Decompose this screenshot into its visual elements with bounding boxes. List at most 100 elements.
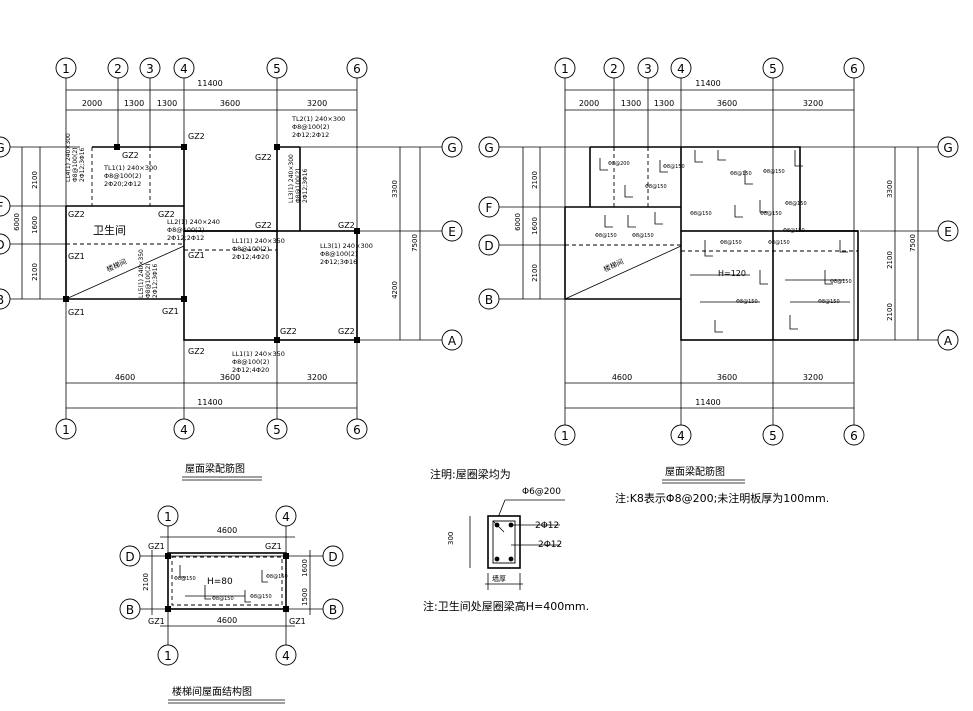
dim-right-1: 3300 xyxy=(886,180,894,198)
dim-total-bottom: 11400 xyxy=(197,398,222,407)
column-label: GZ1 xyxy=(68,252,85,261)
svg-text:E: E xyxy=(448,225,456,239)
dim-left-1: 2100 xyxy=(531,171,539,189)
axis-D-left: D xyxy=(478,234,500,256)
column-label: GZ2 xyxy=(255,153,272,162)
dim-right-3: 2100 xyxy=(886,303,894,321)
svg-text:Φ8@100(2): Φ8@100(2) xyxy=(295,169,302,204)
dim-top-1: 2000 xyxy=(82,99,102,108)
slab-thickness: H=80 xyxy=(207,577,233,587)
svg-text:Φ8@100(2): Φ8@100(2) xyxy=(320,250,357,258)
beam-section-detail: 注明:屋圈梁均为 Φ6@200 2Φ12 2Φ12 300 墙厚 注:卫生间处屋… xyxy=(423,467,589,613)
axis-B-left: B xyxy=(478,288,500,310)
beam-label-ll3-vert: LL3(1) 240×300 Φ8@100(2) 2Φ12;3Φ16 xyxy=(288,154,309,203)
svg-text:TL1(1) 240×300: TL1(1) 240×300 xyxy=(103,164,157,172)
axis-3-top: 3 xyxy=(637,57,659,79)
svg-text:LL4(1) 240×300: LL4(1) 240×300 xyxy=(65,133,72,182)
axis-3-top: 3 xyxy=(139,57,161,79)
column-label: GZ2 xyxy=(338,327,355,336)
column-label: GZ2 xyxy=(68,210,85,219)
dim-total-bottom: 11400 xyxy=(695,398,720,407)
beam-label-ll5: LL5(1) 240×350 Φ8@100(2) 2Φ12;3Φ16 xyxy=(138,249,159,298)
svg-text:Φ8@100(2): Φ8@100(2) xyxy=(232,358,269,366)
svg-text:4: 4 xyxy=(282,510,290,524)
svg-text:Φ8@150: Φ8@150 xyxy=(632,233,654,239)
dim-left: 2100 xyxy=(142,573,150,591)
svg-text:LL3(1) 240×300: LL3(1) 240×300 xyxy=(288,154,295,203)
svg-text:Φ8@150: Φ8@150 xyxy=(818,299,840,305)
dim-bottom-2: 3600 xyxy=(717,373,737,382)
svg-text:A: A xyxy=(944,334,953,348)
dim-left-3: 2100 xyxy=(531,264,539,282)
svg-text:5: 5 xyxy=(273,62,281,76)
svg-text:2Φ12;4Φ20: 2Φ12;4Φ20 xyxy=(232,253,269,261)
dim-top-4: 3600 xyxy=(717,99,737,108)
stair-label: 楼梯间 xyxy=(105,257,128,274)
svg-text:G: G xyxy=(0,141,5,155)
svg-text:G: G xyxy=(447,141,456,155)
svg-text:Φ8@150: Φ8@150 xyxy=(595,233,617,239)
svg-text:B: B xyxy=(329,603,337,617)
axis-D-right: D xyxy=(322,545,344,567)
axis-1-top: 1 xyxy=(55,57,77,79)
column-label: GZ2 xyxy=(255,221,272,230)
svg-text:2Φ12;3Φ16: 2Φ12;3Φ16 xyxy=(152,263,159,298)
axis-5-bottom: 5 xyxy=(762,424,784,446)
svg-text:6: 6 xyxy=(850,62,858,76)
stair-label: 楼梯间 xyxy=(602,257,625,274)
svg-text:Φ8@150: Φ8@150 xyxy=(266,574,288,580)
svg-text:Φ8@150: Φ8@150 xyxy=(763,169,785,175)
svg-text:2Φ12;3Φ16: 2Φ12;3Φ16 xyxy=(79,147,86,182)
svg-text:5: 5 xyxy=(769,62,777,76)
axis-5-top: 5 xyxy=(266,57,288,79)
dim-top-3: 1300 xyxy=(654,99,674,108)
dim-right-2: 2100 xyxy=(886,251,894,269)
column-label: GZ1 xyxy=(68,308,85,317)
column-label: GZ2 xyxy=(188,132,205,141)
plan-3: 1 4 4600 D B D B 2100 1600 1500 GZ1 GZ1 … xyxy=(119,505,344,704)
wall-thickness-label: 墙厚 xyxy=(492,574,506,583)
svg-text:2Φ12;4Φ20: 2Φ12;4Φ20 xyxy=(232,366,269,374)
svg-text:LL3(1) 240×300: LL3(1) 240×300 xyxy=(320,242,373,250)
svg-text:1: 1 xyxy=(164,649,172,663)
axis-D-left: D xyxy=(0,233,11,255)
column-label: GZ1 xyxy=(289,617,306,626)
dim-bottom-3: 3200 xyxy=(307,373,327,382)
dim-total-top: 11400 xyxy=(197,79,222,88)
axis-5-top: 5 xyxy=(762,57,784,79)
dim-left-2: 1600 xyxy=(531,217,539,235)
svg-text:5: 5 xyxy=(769,429,777,443)
svg-text:Φ8@100(2): Φ8@100(2) xyxy=(72,148,79,183)
svg-text:TL2(1) 240×300: TL2(1) 240×300 xyxy=(291,115,345,123)
axis-1-bottom: 1 xyxy=(157,644,179,666)
dim-top-2: 1300 xyxy=(124,99,144,108)
plan-2: 1 2 3 4 5 6 11400 2000 1300 1300 3600 32… xyxy=(478,57,959,505)
axis-4-top: 4 xyxy=(670,57,692,79)
svg-text:6: 6 xyxy=(850,429,858,443)
axis-G-left: G xyxy=(0,136,11,158)
axis-1-bottom: 1 xyxy=(554,424,576,446)
svg-text:Φ8@150: Φ8@150 xyxy=(830,279,852,285)
axis-2-top: 2 xyxy=(107,57,129,79)
dim-total-top: 11400 xyxy=(695,79,720,88)
svg-text:2: 2 xyxy=(610,62,618,76)
axis-B-left: B xyxy=(119,598,141,620)
svg-text:B: B xyxy=(0,293,4,307)
dim-left-1: 2100 xyxy=(31,171,39,189)
svg-text:Φ8@150: Φ8@150 xyxy=(250,594,272,600)
section-title: 注明:屋圈梁均为 xyxy=(430,467,511,481)
axis-A-right: A xyxy=(441,329,463,351)
axis-1-top: 1 xyxy=(554,57,576,79)
svg-text:D: D xyxy=(484,239,493,253)
svg-text:Φ8@150: Φ8@150 xyxy=(736,299,758,305)
axis-6-top: 6 xyxy=(346,57,368,79)
dim-left-total: 6000 xyxy=(13,213,21,231)
svg-text:D: D xyxy=(125,550,134,564)
svg-text:6: 6 xyxy=(353,423,361,437)
svg-text:4: 4 xyxy=(282,649,290,663)
dim-top-3: 1300 xyxy=(157,99,177,108)
svg-text:2Φ20;2Φ12: 2Φ20;2Φ12 xyxy=(104,180,141,188)
axis-F-left: F xyxy=(478,196,500,218)
beam-label-ll1-b: LL1(1) 240×350 Φ8@100(2) 2Φ12;4Φ20 xyxy=(232,350,285,374)
